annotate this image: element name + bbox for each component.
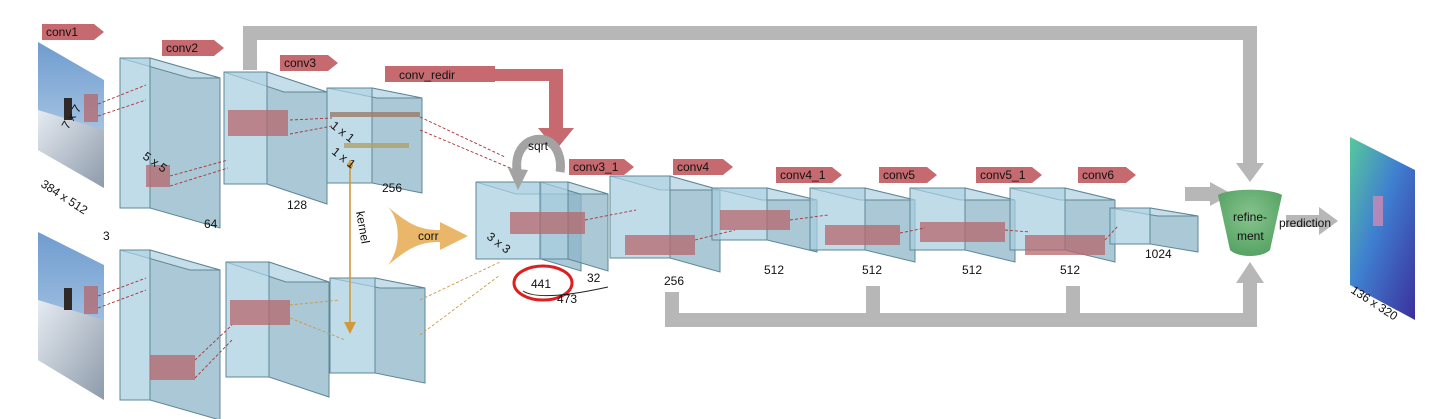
channels-1024-label: 1024 <box>1145 247 1172 261</box>
channels-32-label: 32 <box>587 271 601 285</box>
tag-label-conv3: conv3 <box>284 56 316 70</box>
volume-conv3-bottom <box>329 277 426 384</box>
input-image-top <box>38 42 104 188</box>
volume-conv2-bottom <box>225 261 330 398</box>
volume-conv3-1 <box>609 175 721 273</box>
tag-conv5: conv5 <box>879 167 937 183</box>
kernel-label: kernel <box>353 210 372 245</box>
receptive-fields <box>97 84 1119 380</box>
channels-256-b-label: 256 <box>664 274 684 288</box>
channels-64-label: 64 <box>204 217 218 231</box>
skip-arrowhead-top <box>1236 163 1264 182</box>
volume-conv6 <box>1109 207 1199 253</box>
skip-path-bottom <box>665 280 1257 327</box>
refinement-label-line1: refine- <box>1233 210 1267 224</box>
input-image-bottom <box>38 232 104 400</box>
tag-conv5-1: conv5_1 <box>976 167 1042 183</box>
channels-441-label: 441 <box>531 277 551 291</box>
tag-label-conv1: conv1 <box>46 25 78 39</box>
tag-conv1: conv1 <box>42 24 104 40</box>
tag-label-conv6: conv6 <box>1082 168 1114 182</box>
channels-128-label: 128 <box>287 198 307 212</box>
prediction-label: prediction <box>1279 216 1331 230</box>
volume-redir-32 <box>539 181 609 272</box>
tag-label-conv2: conv2 <box>166 41 198 55</box>
tag-conv3: conv3 <box>280 55 338 71</box>
input-size-label: 384 x 512 <box>38 177 90 218</box>
volume-conv2-top <box>223 71 328 205</box>
channel-441-highlight <box>512 264 574 302</box>
tag-label-conv-redir: conv_redir <box>399 68 455 82</box>
sqrt-arrow <box>508 134 565 190</box>
output-flow-image <box>1350 137 1415 320</box>
volume-conv3-top <box>326 87 423 194</box>
input-channels-label: 3 <box>103 229 110 243</box>
tag-conv2: conv2 <box>162 40 224 56</box>
tag-label-conv4-1: conv4_1 <box>780 168 826 182</box>
tag-conv6: conv6 <box>1078 167 1136 183</box>
channels-512-d-label: 512 <box>1060 263 1080 277</box>
volume-conv1-top <box>119 57 221 229</box>
skip-arrowhead-bottom <box>1236 262 1264 283</box>
channels-473-label: 473 <box>557 292 577 306</box>
tag-conv4: conv4 <box>673 159 733 175</box>
sqrt-label: sqrt <box>528 139 549 153</box>
tag-label-conv5-1: conv5_1 <box>980 168 1026 182</box>
tag-conv3-1: conv3_1 <box>569 159 634 175</box>
stage-tags: conv1 conv2 conv3 conv3_1 conv4 conv4_1 conv5 c… <box>42 24 1136 183</box>
tag-label-conv4: conv4 <box>677 160 709 174</box>
channels-512-c-label: 512 <box>962 263 982 277</box>
channels-256-a-label: 256 <box>382 181 402 195</box>
skip-connections <box>243 26 1264 327</box>
brace-473 <box>522 286 609 297</box>
prediction-arrow <box>1286 207 1338 235</box>
refinement-label-line2: ment <box>1237 229 1264 243</box>
kernel-arrow <box>344 160 356 334</box>
tag-conv4-1: conv4_1 <box>776 167 842 183</box>
volume-conv1-bottom <box>119 249 221 419</box>
channels-512-b-label: 512 <box>862 263 882 277</box>
skip-path-conv2 <box>243 26 1257 165</box>
tag-label-conv5: conv5 <box>883 168 915 182</box>
refinement-block <box>1218 189 1282 256</box>
tag-label-conv3-1: conv3_1 <box>573 160 619 174</box>
channels-512-a-label: 512 <box>764 263 784 277</box>
corr-merge-arrow <box>388 207 468 265</box>
corr-label: corr <box>418 229 439 243</box>
